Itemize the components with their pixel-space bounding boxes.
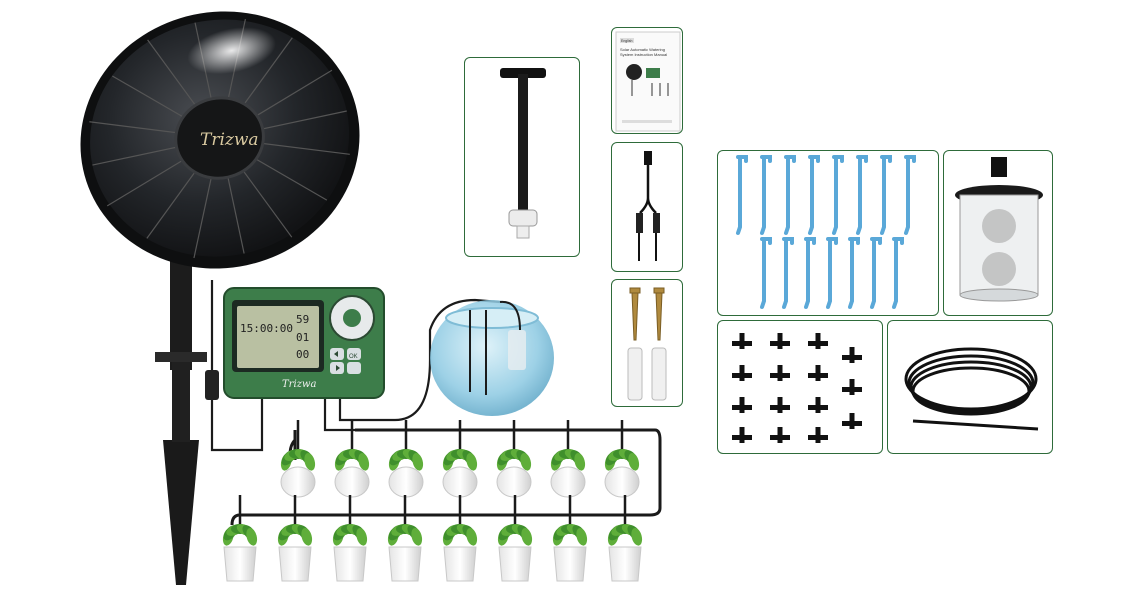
ground-stake (155, 240, 207, 585)
solar-panel (80, 11, 360, 269)
drip-stake (880, 155, 892, 235)
lcd-time: 15:00:00 (240, 322, 293, 335)
screws-anchors (627, 287, 667, 401)
potted-plant (280, 420, 316, 498)
panel-instruction-manual: English Solar Automatic Watering System … (611, 27, 683, 134)
panel-drip-stakes (717, 150, 939, 316)
potted-plant (387, 495, 423, 582)
drip-stake (808, 155, 820, 235)
drip-stake (784, 155, 796, 235)
tee-connectors (732, 333, 862, 443)
tee-connector (770, 333, 790, 349)
tee-connector (808, 427, 828, 443)
panel-splitter-cable (611, 142, 683, 272)
drip-stake (904, 155, 916, 235)
lcd-seconds: 59 (296, 313, 309, 326)
panel-tubing-coil (887, 320, 1053, 454)
tee-connector (770, 427, 790, 443)
drip-stakes (736, 155, 916, 309)
panel-screws-anchors (611, 279, 683, 407)
drip-stake (892, 237, 904, 309)
drip-stake (856, 155, 868, 235)
drip-stake (870, 237, 882, 309)
timer-controller (223, 287, 385, 399)
manual-tag: English (621, 39, 633, 43)
manual-title-1: Solar Automatic Watering (620, 47, 665, 52)
potted-plant (442, 420, 478, 498)
panel-extension-rod (464, 57, 580, 257)
tee-connector (842, 379, 862, 395)
potted-plant (607, 495, 643, 582)
potted-plant (388, 420, 424, 498)
tee-connector (732, 365, 752, 381)
tee-connector (808, 333, 828, 349)
potted-plant (497, 495, 533, 582)
potted-plant (604, 420, 640, 498)
potted-plant (552, 495, 588, 582)
solar-logo: Trizwa (200, 130, 259, 150)
drip-stake (736, 155, 748, 235)
drip-stake (804, 237, 816, 309)
panel-filter (943, 150, 1053, 316)
potted-plant (496, 420, 532, 498)
manual-title-2: System Instruction Manual (620, 52, 667, 57)
tee-connector (770, 365, 790, 381)
controller-ok-button[interactable]: OK (349, 354, 358, 360)
lcd-row3: 00 (296, 348, 309, 361)
instruction-manual: English Solar Automatic Watering System … (615, 31, 681, 132)
tubing-coil (904, 347, 1039, 431)
potted-plant (277, 495, 313, 582)
cables (210, 280, 501, 452)
tee-connector (770, 397, 790, 413)
tee-connector (732, 333, 752, 349)
water-bowl (430, 300, 554, 416)
splitter-cable (636, 151, 660, 261)
potted-plant (442, 495, 478, 582)
drip-stake (760, 237, 772, 309)
drip-stake (826, 237, 838, 309)
tee-connector (808, 365, 828, 381)
drip-stake (782, 237, 794, 309)
controller-logo: Trizwa (282, 379, 316, 390)
potted-plant (332, 495, 368, 582)
potted-plant (222, 495, 258, 582)
water-filter (955, 157, 1043, 302)
potted-plant (550, 420, 586, 498)
drip-stake (832, 155, 844, 235)
drip-stake (848, 237, 860, 309)
tee-connector (732, 427, 752, 443)
tee-connector (842, 347, 862, 363)
potted-plant (334, 420, 370, 498)
panel-tee-connectors (717, 320, 883, 454)
lcd-row2: 01 (296, 331, 309, 344)
extension-rod (500, 68, 546, 239)
tee-connector (842, 413, 862, 429)
tee-connector (732, 397, 752, 413)
tee-connector (808, 397, 828, 413)
drip-stake (760, 155, 772, 235)
